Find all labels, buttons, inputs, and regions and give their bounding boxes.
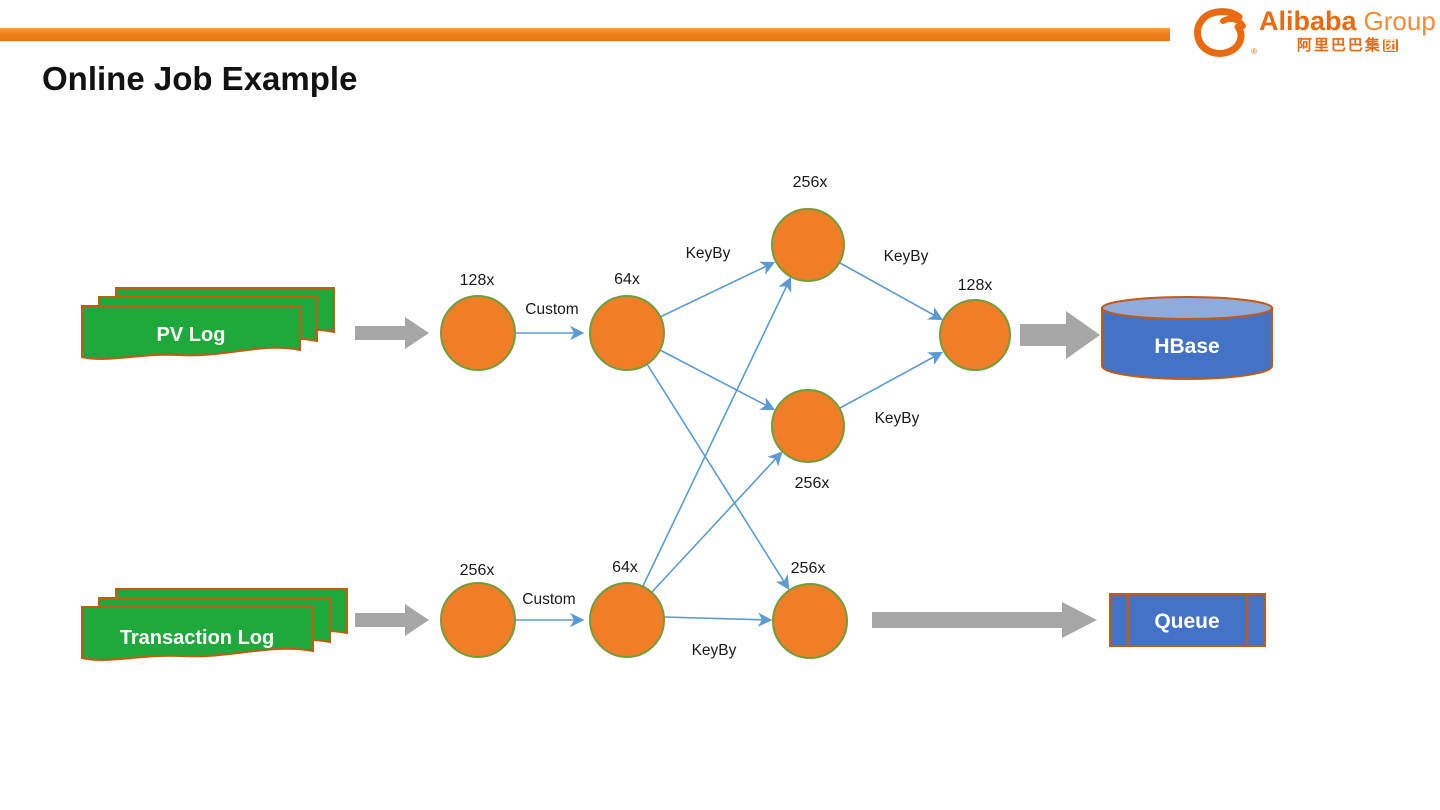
- edge-txncustom-to-keybybottom: [663, 612, 773, 627]
- edge-labels: Custom Custom KeyBy KeyBy KeyBy KeyBy: [522, 245, 928, 659]
- hbase-cylinder-body: [1101, 307, 1273, 380]
- node-keyby-top: [771, 208, 845, 282]
- node-sink-agg: [939, 299, 1011, 371]
- queue-label: Queue: [1154, 610, 1219, 633]
- node-txn-custom: [589, 582, 665, 658]
- label-keyby-top-out: KeyBy: [884, 248, 929, 265]
- registered-mark: ®: [1251, 47, 1257, 56]
- hbase-label: HBase: [1154, 335, 1219, 358]
- label-txn-source-parallelism: 256x: [460, 562, 495, 579]
- source-pv-log: PV Log: [81, 287, 335, 360]
- pv-log-sheet-front: [81, 305, 301, 360]
- label-pv-custom-parallelism: 64x: [614, 271, 640, 288]
- pv-log-label: PV Log: [157, 324, 226, 346]
- logo-chinese-text: 阿里巴巴集: [1296, 37, 1382, 54]
- transaction-log-sheet-front: [81, 606, 314, 661]
- node-pv-custom: [589, 295, 665, 371]
- node-pv-source: [440, 295, 516, 371]
- queue-box: [1109, 593, 1266, 647]
- logo-brand-text: Alibaba: [1259, 6, 1357, 36]
- parallelism-labels: 128x 64x 256x 256x 256x 256x 64x 128x: [460, 174, 993, 579]
- label-keyby-mid-parallelism: 256x: [795, 475, 830, 492]
- node-keyby-bottom: [772, 583, 848, 659]
- label-keyby-bottom-parallelism: 256x: [791, 560, 826, 577]
- block-arrow-to-hbase: [1020, 311, 1100, 359]
- node-txn-source: [440, 582, 516, 658]
- hbase-cylinder-top: [1101, 296, 1273, 320]
- block-arrows: [355, 311, 1100, 638]
- logo-chinese-boxed-char: 团: [1382, 38, 1398, 53]
- alibaba-logo-icon: ®: [1193, 8, 1257, 58]
- edge-pvcustom-to-keybybottom: [646, 363, 790, 591]
- label-pv-source-parallelism: 128x: [460, 272, 495, 289]
- label-keyby-top-parallelism: 256x: [793, 174, 828, 191]
- edge-txncustom-to-keybymid: [651, 451, 783, 593]
- label-custom-bottom: Custom: [522, 591, 575, 608]
- edges: [515, 261, 944, 628]
- sink-queue: Queue: [1109, 593, 1266, 647]
- label-keyby-bottom: KeyBy: [692, 642, 737, 659]
- transaction-log-label: Transaction Log: [120, 627, 274, 649]
- label-sink-agg-parallelism: 128x: [958, 277, 993, 294]
- edge-pvcustom-to-keybymid: [659, 349, 776, 411]
- alibaba-group-logo: ® Alibaba Group 阿里巴巴集 团: [1193, 8, 1436, 58]
- sink-hbase: HBase: [1101, 296, 1273, 380]
- label-keyby-mid-out: KeyBy: [875, 410, 920, 427]
- logo-text: Alibaba Group 阿里巴巴集 团: [1259, 6, 1436, 54]
- source-transaction-log: Transaction Log: [81, 588, 348, 661]
- edge-keybymid-to-sink: [839, 351, 944, 409]
- slide-accent-bar: [0, 28, 1170, 41]
- block-arrow-pvlog: [355, 317, 429, 349]
- edge-txncustom-to-keybytop: [642, 276, 792, 587]
- block-arrow-to-queue: [872, 602, 1097, 638]
- node-keyby-mid: [771, 389, 845, 463]
- logo-suffix-text: Group: [1363, 6, 1436, 36]
- block-arrow-txnlog: [355, 604, 429, 636]
- operator-nodes: [440, 208, 1011, 659]
- slide-title: Online Job Example: [42, 60, 358, 97]
- label-keyby-top-in: KeyBy: [686, 245, 731, 262]
- edge-keybytop-to-sink: [839, 262, 944, 321]
- label-txn-custom-parallelism: 64x: [612, 559, 638, 576]
- edge-pvcustom-to-keybytop: [659, 261, 776, 318]
- label-custom-top: Custom: [525, 301, 578, 318]
